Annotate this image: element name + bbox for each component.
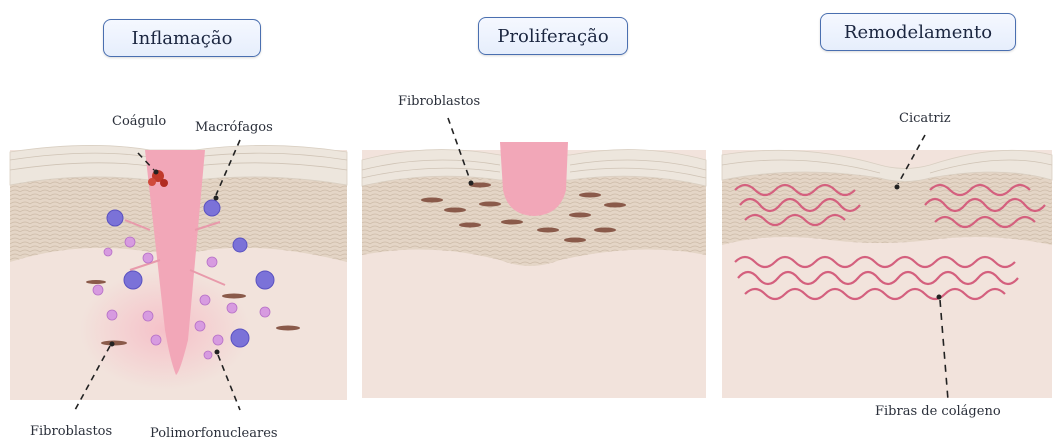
panel-inflammation [10, 140, 347, 410]
label-collagen-fibers: Fibras de colágeno [875, 404, 1001, 419]
label-clot: Coágulo [112, 114, 166, 129]
label-polymorphonuclear: Polimorfonucleares [150, 426, 278, 441]
label-scar: Cicatriz [899, 111, 951, 126]
panel-remodeling [722, 135, 1052, 400]
label-macrophages: Macrófagos [195, 120, 273, 135]
panel-proliferation [362, 118, 706, 398]
label-fibroblasts-inflammation: Fibroblastos [30, 424, 112, 439]
label-fibroblasts-proliferation: Fibroblastos [398, 94, 480, 109]
